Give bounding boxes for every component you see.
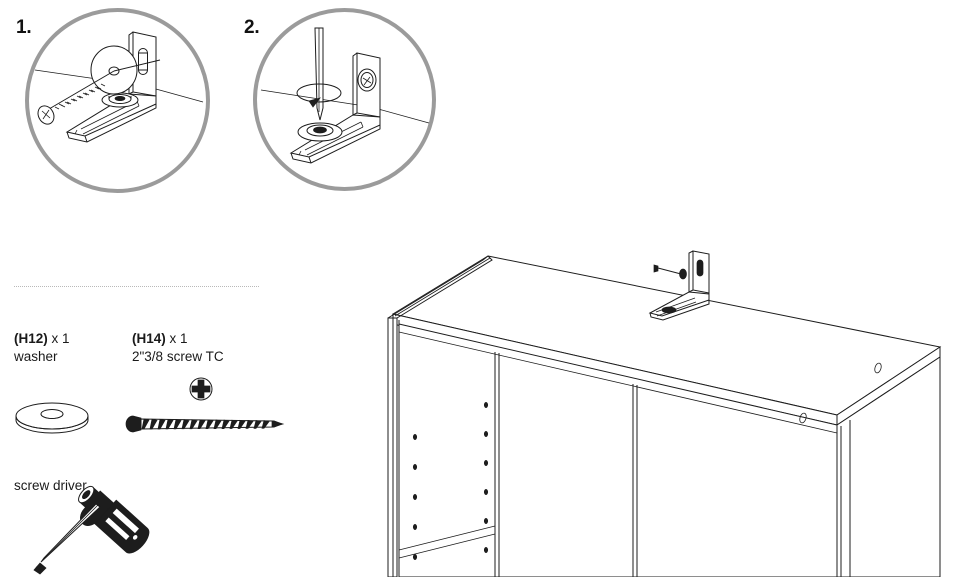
step-1-number: 1. [16,17,32,38]
step-2-number: 2. [244,17,260,38]
part-h14-quantity: x 1 [169,331,188,346]
anchor-bracket [648,250,710,321]
washer-icon [12,396,98,436]
part-h12-quantity: x 1 [51,331,70,346]
screw-icon [125,410,286,438]
tool-screwdriver-label: screw driver [14,478,87,493]
part-h12-description: washer [14,349,58,364]
part-h14-description: 2"3/8 screw TC [132,349,224,364]
phillips-head-icon [184,372,218,406]
part-h12-label: (H12) x 1 [14,330,70,347]
step-2-illustration [253,8,436,191]
step-1-illustration [25,8,210,193]
step-2-circle [253,8,436,191]
part-h14-code: (H14) [132,331,166,346]
part-h12-code: (H12) [14,331,48,346]
step-1-circle [25,8,210,193]
cabinet-isometric-view [375,240,955,577]
part-h14-label: (H14) x 1 [132,330,188,347]
screwdriver-icon [30,478,180,575]
hole-mark [799,362,882,424]
parts-divider [14,286,259,287]
